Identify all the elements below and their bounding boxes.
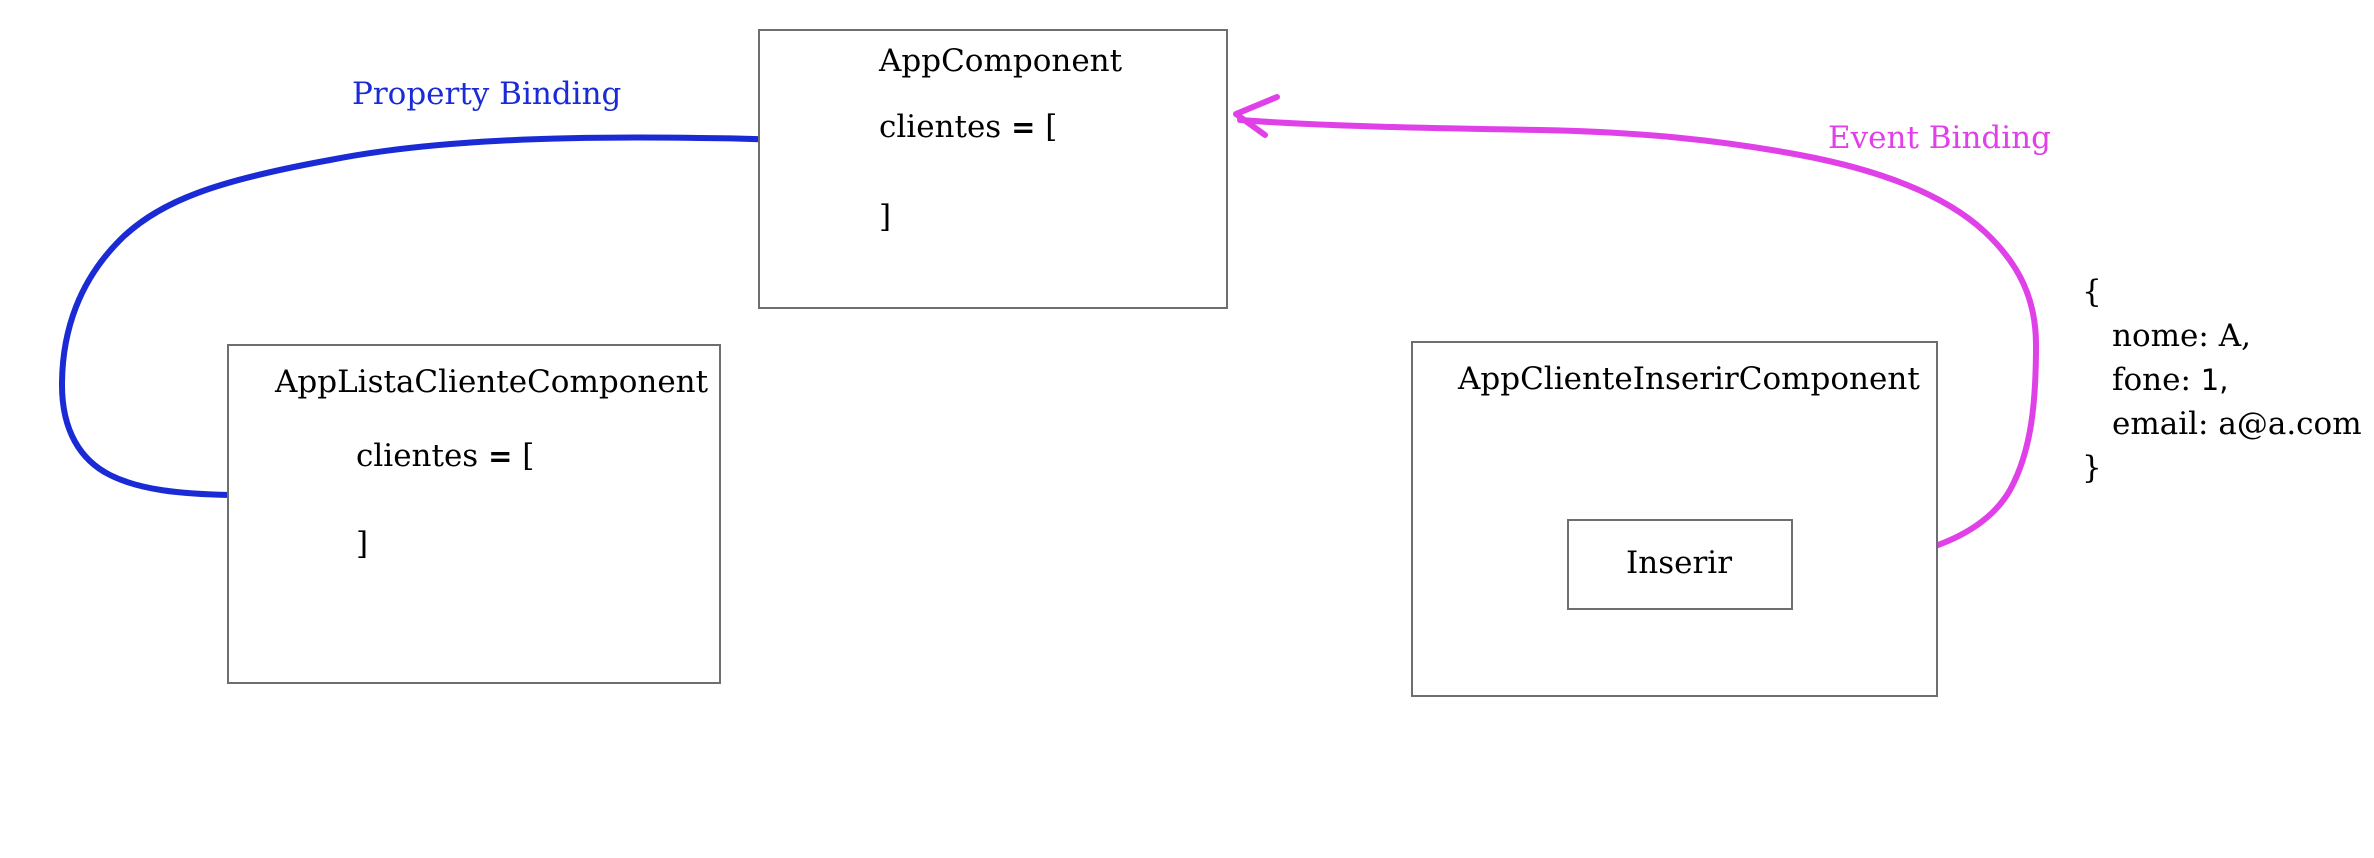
inserir-component-title: AppClienteInserirComponent — [1458, 361, 1920, 397]
property-binding-label: Property Binding — [352, 76, 622, 112]
object-open-brace: { — [2082, 274, 2102, 310]
lista-component-clientes-open: clientes = [ — [356, 438, 534, 474]
lista-component-clientes-close: ] — [356, 526, 369, 562]
open-bracket: [ — [1045, 109, 1058, 145]
event-binding-arrowhead — [1233, 94, 1280, 138]
app-component-clientes-close: ] — [879, 199, 892, 235]
lista-component-title: AppListaClienteComponent — [275, 364, 709, 400]
email-value: a@a.com — [2218, 406, 2362, 442]
object-nome-line: nome: A, — [2112, 318, 2251, 354]
fone-value: 1, — [2200, 363, 2229, 397]
app-component-box: AppComponent clientes = [ ] — [758, 29, 1228, 309]
object-literal: { nome: A, fone: 1, email: a@a.com } — [2080, 270, 2374, 500]
object-fone-line: fone: 1, — [2112, 362, 2228, 398]
nome-value: A, — [2218, 318, 2251, 354]
clientes-name: clientes — [356, 438, 479, 474]
inserir-button[interactable]: Inserir — [1567, 519, 1793, 610]
event-binding-label: Event Binding — [1828, 120, 2051, 156]
app-component-clientes-open: clientes = [ — [879, 109, 1057, 145]
inserir-button-label: Inserir — [1626, 545, 1733, 581]
assign-operator: = — [1011, 110, 1036, 144]
assign-operator: = — [488, 439, 513, 473]
lista-component-box: AppListaClienteComponent clientes = [ ] — [227, 344, 721, 684]
app-component-title: AppComponent — [879, 43, 1123, 79]
clientes-name: clientes — [879, 109, 1002, 145]
open-bracket: [ — [522, 438, 535, 474]
nome-key: nome: — [2112, 318, 2209, 354]
fone-key: fone: — [2112, 362, 2191, 398]
object-email-line: email: a@a.com — [2112, 406, 2362, 442]
object-close-brace: } — [2082, 450, 2102, 486]
email-key: email: — [2112, 406, 2209, 442]
